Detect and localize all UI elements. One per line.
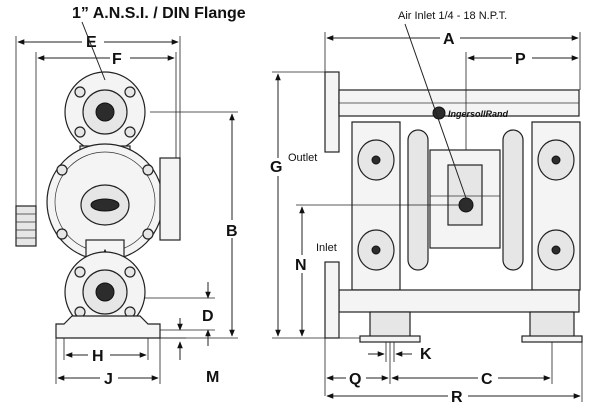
dimension-C: C — [391, 342, 553, 388]
left-foot — [369, 311, 411, 339]
outlet-flange — [324, 71, 340, 153]
label-J: J — [104, 371, 113, 388]
label-K: K — [420, 346, 432, 363]
dimension-N: N — [292, 204, 462, 337]
right-foot — [529, 311, 575, 339]
dimension-E: E — [15, 33, 181, 206]
label-P: P — [515, 51, 526, 68]
inlet-label: Inlet — [316, 242, 337, 254]
inlet-manifold — [338, 289, 580, 313]
dimension-A: A — [324, 30, 581, 90]
label-A: A — [443, 31, 455, 48]
dimension-K: K — [368, 342, 432, 363]
dimension-R: R — [326, 342, 583, 405]
label-M: M — [206, 369, 219, 386]
label-G: G — [270, 159, 282, 176]
front-view: IngersollRand — [324, 71, 583, 343]
air-inlet-label: Air Inlet 1/4 - 18 N.P.T. — [398, 10, 507, 22]
drawing-title: 1” A.N.S.I. / DIN Flange — [72, 5, 246, 22]
label-R: R — [451, 389, 463, 405]
label-C: C — [481, 371, 493, 388]
label-F: F — [112, 51, 122, 68]
dimension-D: D — [145, 282, 215, 346]
label-D: D — [202, 308, 214, 325]
left-side-view — [15, 71, 181, 339]
dimension-M: M — [160, 318, 219, 386]
dimension-F: F — [35, 50, 177, 206]
label-E: E — [86, 34, 97, 51]
label-B: B — [226, 223, 238, 240]
label-H: H — [92, 348, 104, 365]
dimension-H: H — [63, 338, 149, 365]
air-inlet-leader — [404, 23, 467, 199]
brand-badge — [90, 198, 120, 212]
dimension-G: G — [268, 71, 360, 339]
label-N: N — [295, 257, 307, 274]
dimension-P: P — [465, 50, 579, 150]
dimension-Q: Q — [324, 338, 391, 396]
title-leader — [81, 21, 106, 81]
base-plate — [55, 315, 161, 339]
outlet-label: Outlet — [288, 152, 317, 164]
inlet-flange — [324, 261, 340, 339]
dimension-J: J — [55, 338, 161, 388]
label-Q: Q — [349, 371, 361, 388]
muffler — [15, 205, 37, 247]
brand-label: IngersollRand — [448, 109, 509, 119]
